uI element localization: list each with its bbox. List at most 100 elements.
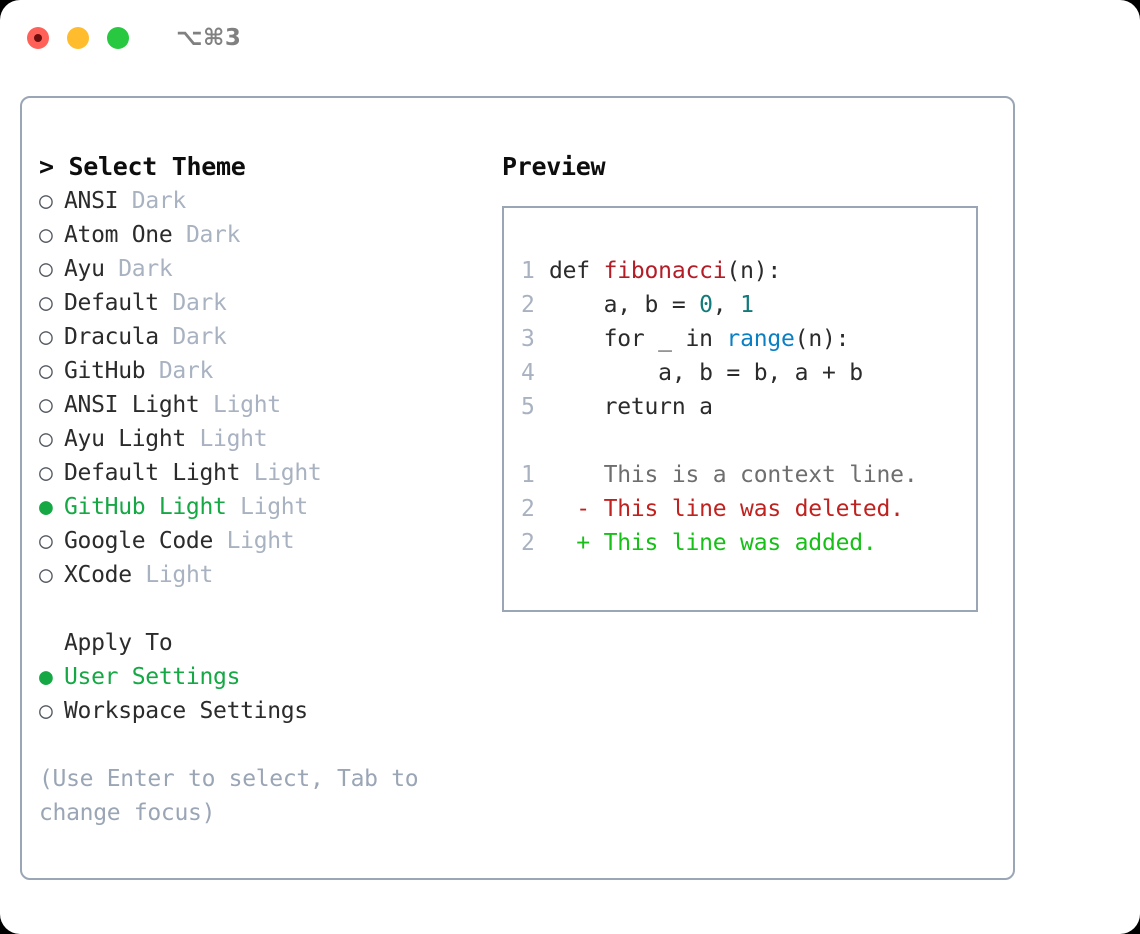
theme-option-ansi[interactable]: ○ANSI Dark	[39, 184, 487, 218]
selection-column: > Select Theme ○ANSI Dark○Atom One Dark○…	[22, 98, 487, 878]
apply-to-option-list[interactable]: ●User Settings ○ Workspace Settings	[39, 660, 487, 728]
minimize-window-button[interactable]	[67, 27, 89, 49]
theme-picker-panel: > Select Theme ○ANSI Dark○Atom One Dark○…	[20, 96, 1015, 880]
theme-variant-badge: Dark	[185, 222, 241, 248]
theme-option-label: GitHub	[64, 358, 146, 384]
diff-line-text: - This line was deleted.	[549, 496, 904, 522]
label-badge-gap	[159, 290, 173, 316]
theme-option-atom-one[interactable]: ○ Atom One Dark	[39, 218, 487, 252]
radio-unselected-icon: ○	[39, 256, 53, 282]
theme-option-list[interactable]: ○ANSI Dark○Atom One Dark○Ayu Dark○Defaul…	[39, 184, 487, 592]
list-spacer	[39, 592, 487, 626]
maximize-window-button[interactable]	[107, 27, 129, 49]
diff-line-ctx: 1 This is a context line.	[521, 458, 976, 492]
apply-to-option-label: Workspace Settings	[64, 698, 308, 724]
code-token: a, b = b, a + b	[549, 360, 863, 386]
title-bar: ⌥⌘3	[0, 0, 1140, 76]
code-token: 0	[699, 292, 713, 318]
theme-option-label: Dracula	[64, 324, 159, 350]
theme-option-xcode[interactable]: ○XCode Light	[39, 558, 487, 592]
theme-option-label: GitHub Light	[64, 494, 227, 520]
diff-sample: 1 This is a context line.2 - This line w…	[521, 458, 976, 560]
label-badge-gap	[199, 392, 213, 418]
label-badge-gap	[172, 222, 186, 248]
line-number: 2	[521, 530, 535, 556]
theme-variant-badge: Light	[226, 528, 295, 554]
radio-unselected-icon: ○	[39, 324, 53, 350]
radio-unselected-icon: ○	[39, 392, 53, 418]
diff-line-text: This is a context line.	[549, 462, 918, 488]
theme-variant-badge: Light	[145, 562, 214, 588]
line-number: 1	[521, 258, 535, 284]
theme-option-ayu[interactable]: ○ Ayu Dark	[39, 252, 487, 286]
diff-line-text: + This line was added.	[549, 530, 877, 556]
label-badge-gap	[186, 426, 200, 452]
code-diff-separator	[521, 424, 976, 458]
label-badge-gap	[145, 358, 159, 384]
theme-option-label: Atom One	[64, 222, 173, 248]
theme-variant-badge: Light	[253, 460, 322, 486]
label-badge-gap	[105, 256, 119, 282]
line-number: 3	[521, 326, 535, 352]
radio-unselected-icon: ○	[39, 460, 53, 486]
theme-variant-badge: Light	[213, 392, 281, 418]
label-badge-gap	[240, 460, 254, 486]
theme-option-dracula[interactable]: ○Dracula Dark	[39, 320, 487, 354]
theme-option-ansi-light[interactable]: ○ ANSI Light Light	[39, 388, 487, 422]
line-number: 2	[521, 496, 535, 522]
preview-header: Preview	[502, 152, 606, 181]
label-badge-gap	[213, 528, 227, 554]
label-badge-gap	[159, 324, 173, 350]
theme-option-label: Default Light	[64, 460, 241, 486]
code-line: 4 a, b = b, a + b	[521, 356, 976, 390]
theme-option-ayu-light[interactable]: ○Ayu Light Light	[39, 422, 487, 456]
radio-unselected-icon: ○	[39, 188, 53, 214]
theme-variant-badge: Dark	[131, 188, 187, 214]
radio-unselected-icon: ○	[39, 426, 53, 452]
code-line: 5 return a	[521, 390, 976, 424]
code-token: return a	[549, 394, 713, 420]
theme-option-default[interactable]: ○ Default Dark	[39, 286, 487, 320]
apply-to-option-label: User Settings	[64, 664, 241, 690]
code-token: 1	[740, 292, 754, 318]
code-token: range	[726, 326, 795, 352]
radio-unselected-icon: ○	[39, 290, 53, 316]
theme-option-label: Default	[64, 290, 159, 316]
window-controls	[27, 27, 129, 49]
code-token: for _ in	[549, 326, 727, 352]
apply-to-option-user-settings[interactable]: ●User Settings	[39, 660, 487, 694]
theme-option-label: Ayu Light	[64, 426, 186, 452]
code-token: (n):	[726, 258, 782, 284]
apply-to-option-workspace-settings[interactable]: ○ Workspace Settings	[39, 694, 487, 728]
diff-line-del: 2 - This line was deleted.	[521, 492, 976, 526]
close-window-button[interactable]	[27, 27, 49, 49]
label-badge-gap	[227, 494, 241, 520]
radio-unselected-icon: ○	[39, 698, 53, 724]
code-token: ,	[712, 292, 741, 318]
radio-unselected-icon: ○	[39, 222, 53, 248]
theme-variant-badge: Dark	[172, 290, 227, 316]
apply-to-header: Apply To	[39, 626, 487, 660]
code-token: fibonacci	[603, 258, 727, 284]
keyboard-shortcut-label: ⌥⌘3	[176, 25, 242, 51]
theme-option-google-code[interactable]: ○ Google Code Light	[39, 524, 487, 558]
label-badge-gap	[132, 562, 146, 588]
theme-option-label: ANSI Light	[64, 392, 200, 418]
theme-variant-badge: Light	[240, 494, 308, 520]
code-token: def	[549, 258, 604, 284]
line-number: 1	[521, 462, 535, 488]
radio-unselected-icon: ○	[39, 528, 53, 554]
theme-option-label: Google Code	[64, 528, 214, 554]
label-badge-gap	[118, 188, 132, 214]
code-token: (n):	[794, 326, 850, 352]
apply-to-header-indent	[39, 626, 64, 660]
code-line: 1 def fibonacci(n):	[521, 254, 976, 288]
theme-option-label: Ayu	[64, 256, 105, 282]
theme-option-default-light[interactable]: ○ Default Light Light	[39, 456, 487, 490]
theme-variant-badge: Dark	[118, 256, 173, 282]
theme-option-github[interactable]: ○GitHub Dark	[39, 354, 487, 388]
theme-option-github-light[interactable]: ●GitHub Light Light	[39, 490, 487, 524]
